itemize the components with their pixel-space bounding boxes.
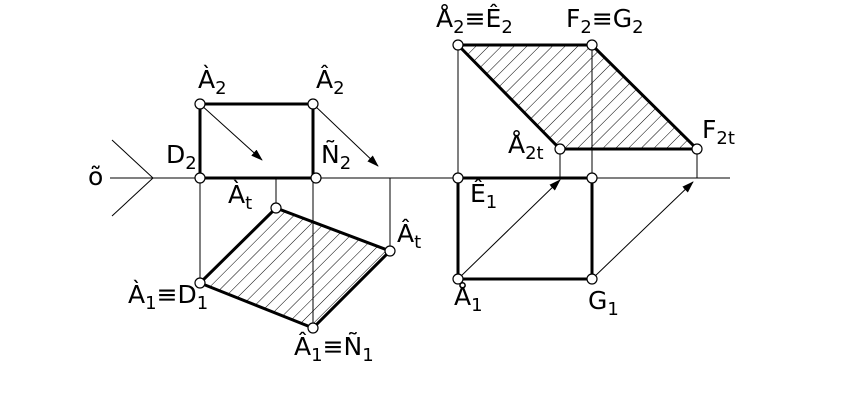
label-a1n1: Â1≡Ñ1	[294, 331, 374, 366]
right-figure	[452, 39, 703, 285]
right-rotation-arrow-1	[457, 179, 561, 280]
label-f2g2: F2≡G2	[566, 4, 644, 38]
label-g1: G1	[588, 286, 619, 320]
label-f2t: F2t	[702, 115, 735, 149]
label-a1d1: À1≡D1	[128, 280, 208, 314]
point-g-top	[586, 172, 598, 184]
point-g1	[586, 273, 598, 285]
left-rotation-arrow-2	[312, 103, 379, 167]
label-a2e2: Å2≡Ê2	[436, 4, 513, 38]
point-f2t	[691, 143, 703, 155]
label-at-left: Àt	[228, 180, 252, 214]
point-a2-left	[194, 98, 206, 110]
point-at-left	[270, 202, 282, 214]
point-e1	[452, 172, 464, 184]
label-a2-right: Â2	[316, 65, 345, 99]
label-a1: Å1	[454, 282, 483, 316]
left-hatched-projection	[197, 206, 393, 330]
point-a2-right	[307, 98, 319, 110]
point-a2t	[554, 143, 566, 155]
left-figure	[194, 98, 396, 334]
point-n2	[310, 172, 322, 184]
right-rotation-arrow-2	[591, 181, 694, 280]
point-at-right	[384, 245, 396, 257]
label-a2t: Å2t	[508, 130, 544, 164]
point-a2e2	[452, 39, 464, 51]
labels: õ À2 Â2 D2 Ñ2 Àt Ât À1≡D1 Â1≡Ñ1 Å2≡Ê2 F2…	[88, 4, 735, 366]
point-a1n1	[307, 322, 319, 334]
point-f2g2	[586, 39, 598, 51]
label-e1: Ê1	[470, 179, 497, 213]
point-d2	[194, 172, 206, 184]
left-rotation-arrow-1	[199, 103, 263, 161]
point-a1d1	[194, 277, 206, 289]
point-a1	[452, 273, 464, 285]
label-a2-left: À2	[198, 65, 227, 99]
right-hatched-projection	[454, 43, 701, 151]
label-d2: D2	[166, 140, 197, 174]
label-n2: Ñ2	[321, 139, 351, 174]
label-at-right: Ât	[397, 219, 421, 253]
axis-label: õ	[88, 162, 103, 191]
